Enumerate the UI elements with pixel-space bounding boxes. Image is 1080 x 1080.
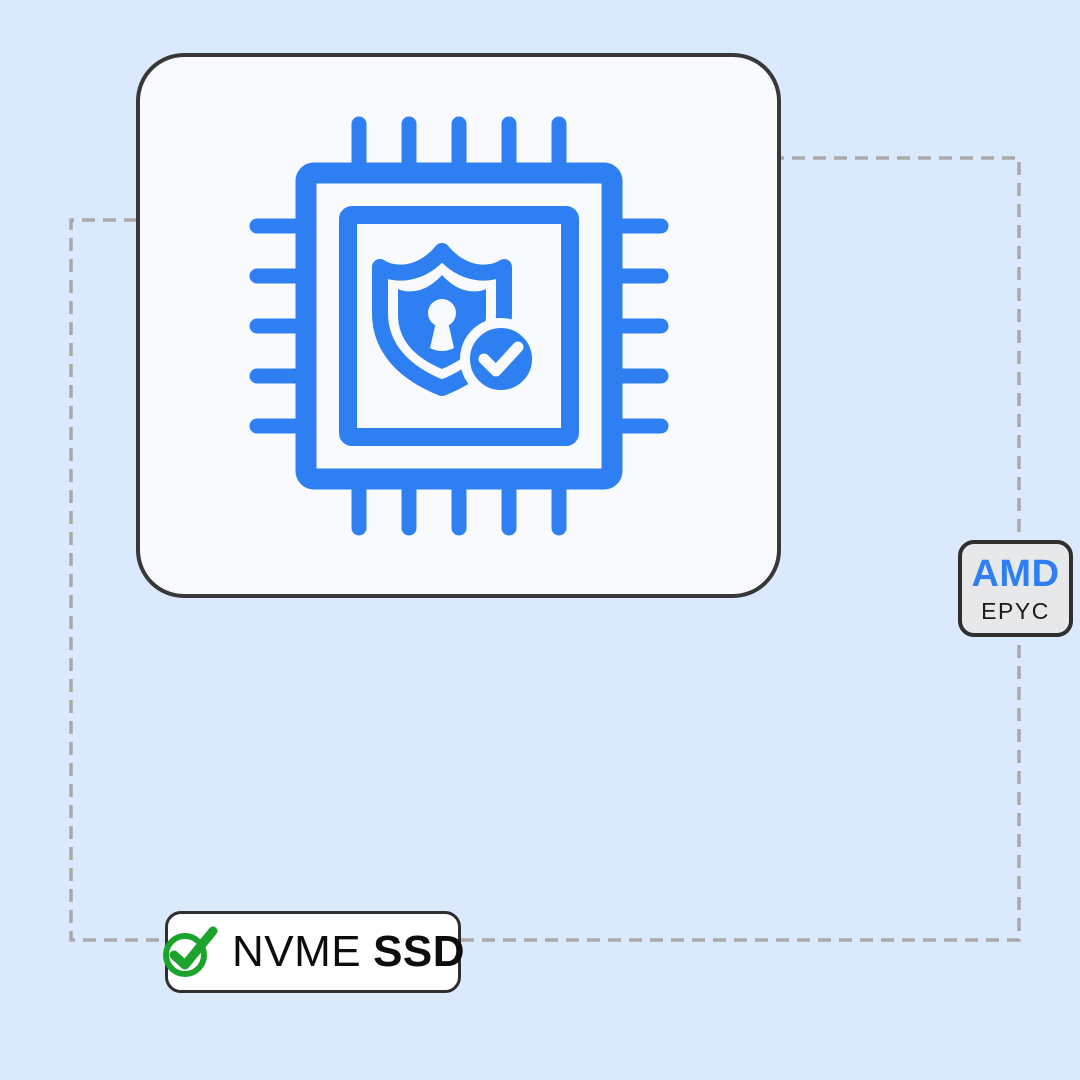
nvme-label-regular: NVME bbox=[231, 927, 362, 976]
check-circle-icon bbox=[161, 923, 219, 977]
amd-brand-label: AMD bbox=[971, 552, 1060, 595]
ssd-label-bold: SSD bbox=[373, 927, 466, 976]
cpu-card bbox=[136, 53, 781, 598]
nvme-ssd-label: NVME SSD bbox=[232, 927, 465, 977]
nvme-ssd-badge: NVME SSD bbox=[162, 911, 465, 993]
cpu-shield-check-icon bbox=[244, 111, 674, 541]
epyc-model-label: EPYC bbox=[981, 597, 1050, 624]
amd-epyc-badge: AMD EPYC bbox=[958, 540, 1073, 637]
